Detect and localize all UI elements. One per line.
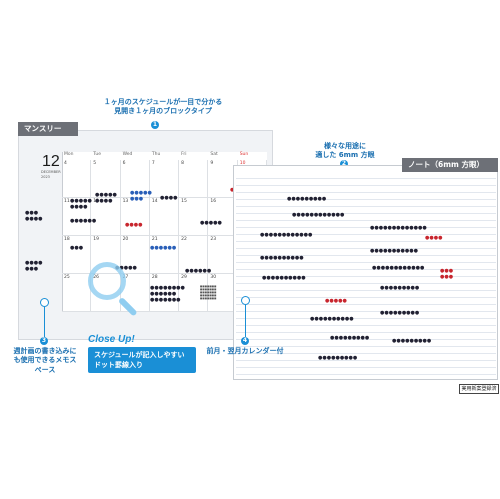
callout-grid: 様々な用途に 適した 6mm 方眼 (315, 142, 375, 160)
grid-rule (236, 290, 496, 291)
grid-rule (236, 318, 496, 319)
calendar-day-cell[interactable]: 12 (91, 198, 121, 236)
calendar-day-cell[interactable]: 13 (120, 198, 150, 236)
grid-rule (236, 234, 496, 235)
grid-rule (236, 206, 496, 207)
weekday-header: Thu (151, 152, 161, 157)
calendar-day-cell[interactable]: 29 (179, 274, 209, 312)
calendar-day-number: 4 (64, 161, 67, 166)
grid-rule (236, 192, 496, 193)
grid-rule (236, 199, 496, 200)
calendar-day-cell[interactable]: 8 (179, 160, 209, 198)
calendar-day-cell[interactable]: 28 (149, 274, 180, 312)
grid-rule (236, 178, 496, 179)
grid-rule (236, 213, 496, 214)
calendar-day-number: 11 (64, 199, 70, 204)
callout-block-type: １ヶ月のスケジュールが一目で分かる 見開き１ヶ月のブロックタイプ (103, 98, 223, 116)
callout-4-marker (241, 296, 250, 305)
closeup-description: スケジュールが記入しやすい ドット罫線入り (88, 347, 196, 373)
calendar-day-number: 9 (210, 161, 214, 166)
grid-rule (236, 297, 496, 298)
weekday-header: Tue (93, 152, 101, 157)
grid-rule (236, 360, 496, 361)
calendar-day-number: 5 (93, 161, 97, 166)
grid-rule (236, 332, 496, 333)
calendar-day-number: 10 (239, 161, 246, 166)
calendar-day-cell[interactable]: 21 (149, 236, 180, 274)
month-name: DECEMBER (41, 170, 61, 174)
grid-rule (236, 227, 496, 228)
note-tab: ノート（6mm 方眼） (402, 158, 498, 172)
callout-number-3: 3 (40, 337, 48, 345)
grid-rule (236, 339, 496, 340)
calendar-day-number: 22 (181, 237, 187, 242)
calendar-day-cell[interactable]: 14 (149, 198, 180, 236)
grid-rule (236, 248, 496, 249)
note-page (233, 165, 498, 380)
grid-rule (236, 276, 496, 277)
weekday-header: Fri (181, 152, 187, 157)
grid-rule (236, 367, 496, 368)
calendar-day-number: 14 (151, 199, 158, 204)
weekday-header: Sat (210, 152, 218, 157)
callout-number-4: 4 (241, 337, 249, 345)
weekday-header: Mon (64, 152, 74, 157)
grid-rule (236, 311, 496, 312)
calendar-day-cell[interactable]: 18 (62, 236, 92, 274)
weekday-header: Sun (239, 152, 249, 157)
calendar-day-number: 29 (181, 275, 187, 280)
calendar-day-cell[interactable]: 15 (179, 198, 209, 236)
calendar-day-cell[interactable]: 4 (62, 160, 92, 198)
grid-rule (236, 255, 496, 256)
calendar-day-cell[interactable]: 6 (120, 160, 150, 198)
calendar-day-number: 6 (122, 161, 126, 166)
grid-rule (236, 353, 496, 354)
grid-rule (236, 325, 496, 326)
calendar-day-number: 12 (93, 199, 100, 204)
calendar-day-number: 19 (93, 237, 100, 242)
calendar-day-number: 8 (181, 161, 185, 166)
callout-mini-calendar: 前月・翌月カレンダー付 (206, 347, 284, 355)
grid-rule (236, 304, 496, 305)
calendar-day-number: 15 (181, 199, 187, 204)
calendar-day-cell[interactable]: 5 (91, 160, 121, 198)
grid-rule (236, 269, 496, 270)
callout-3-marker (40, 298, 49, 307)
calendar-day-cell[interactable]: 7 (149, 160, 180, 198)
grid-rule (236, 241, 496, 242)
grid-rule (236, 262, 496, 263)
calendar-day-cell[interactable]: 20 (120, 236, 150, 274)
calendar-day-number: 16 (210, 199, 217, 204)
callout-memo-space: 週計画の書き込みに も使用できるメモス ペース (13, 347, 77, 374)
grid-rule (236, 283, 496, 284)
month-year: 2023 (41, 175, 50, 179)
callout-4-leader (245, 305, 246, 338)
grid-rule (236, 374, 496, 375)
calendar-day-cell[interactable]: 11 (62, 198, 92, 236)
calendar-day-number: 21 (151, 237, 158, 242)
closeup-title: Close Up! (88, 334, 135, 345)
callout-number-1: 1 (151, 121, 159, 129)
grid-rule (236, 346, 496, 347)
calendar-day-cell[interactable]: 22 (179, 236, 209, 274)
magnifier-highlight (88, 262, 126, 300)
monthly-tab: マンスリー (18, 122, 78, 136)
calendar-day-number: 25 (64, 275, 70, 280)
utility-model-stamp: 実用新案登録済 (459, 384, 499, 394)
calendar-day-number: 28 (151, 275, 158, 280)
weekday-header: Wed (122, 152, 133, 157)
calendar-day-number: 7 (151, 161, 155, 166)
calendar-day-number: 30 (210, 275, 217, 280)
callout-number-2: 2 (340, 160, 348, 168)
callout-3-leader (44, 307, 45, 339)
calendar-day-number: 20 (122, 237, 129, 242)
month-number: 12 (42, 153, 60, 170)
calendar-day-number: 13 (122, 199, 129, 204)
calendar-day-number: 18 (64, 237, 70, 242)
mini-calendar-prev: ■■■■■■■■■■■■■■■■■■■■■■■■■■■■■■■■■■■ (200, 285, 217, 300)
grid-rule (236, 220, 496, 221)
calendar-day-cell[interactable]: 25 (62, 274, 92, 312)
grid-rule (236, 185, 496, 186)
calendar-day-number: 23 (210, 237, 217, 242)
